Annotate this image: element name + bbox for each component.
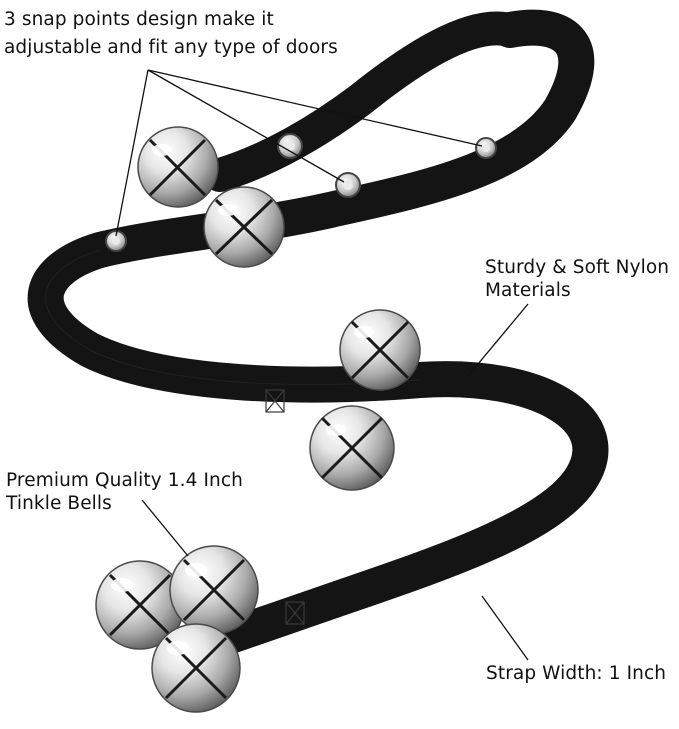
jingle-bell bbox=[339, 309, 421, 391]
jingle-bell bbox=[169, 545, 259, 635]
snap-points-callout-line-1: 3 snap points design make it bbox=[4, 9, 274, 30]
nylon-callout-line-2: Materials bbox=[485, 280, 571, 301]
snap-button bbox=[475, 137, 497, 159]
snap-button bbox=[335, 172, 361, 198]
bells-callout-line-1: Premium Quality 1.4 Inch bbox=[6, 470, 243, 491]
callout-leader-lines bbox=[115, 69, 529, 661]
strap-width-callout: Strap Width: 1 Inch bbox=[486, 663, 667, 684]
stitch-mark bbox=[265, 389, 305, 625]
snap-button bbox=[105, 230, 127, 252]
jingle-bell bbox=[95, 560, 185, 650]
jingle-bell bbox=[137, 126, 219, 208]
snap-points-callout-line-2: adjustable and fit any type of doors bbox=[4, 37, 338, 58]
jingle-bell bbox=[309, 405, 395, 491]
nylon-callout-line-1: Sturdy & Soft Nylon bbox=[485, 257, 670, 278]
jingle-bell bbox=[203, 186, 285, 268]
snap-button bbox=[277, 133, 303, 159]
jingle-bell bbox=[151, 623, 241, 713]
nylon-strap bbox=[27, 9, 609, 668]
bells-callout-line-2: Tinkle Bells bbox=[6, 493, 112, 514]
